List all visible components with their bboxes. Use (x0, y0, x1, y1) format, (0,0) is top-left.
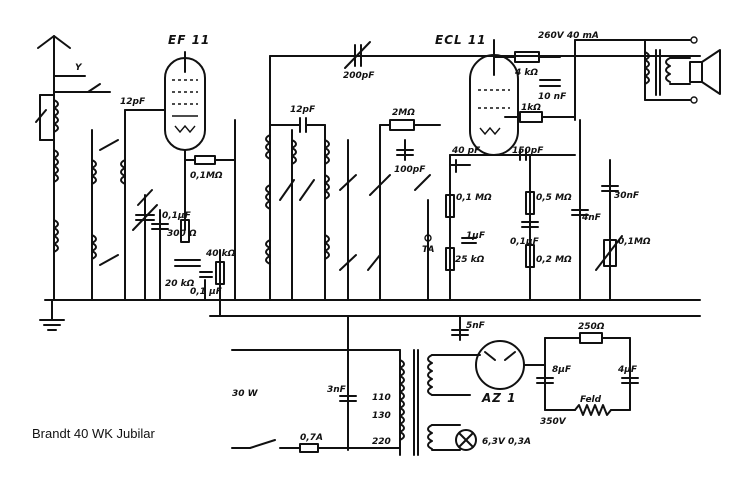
v350-label: 350V (540, 417, 567, 427)
antenna-symbol: Y (37, 35, 86, 91)
resistor-1k (504, 111, 576, 123)
capacitor-3n (339, 315, 357, 451)
r02m-label: 0,2 MΩ (536, 255, 572, 265)
c12p-a-label: 12pF (120, 97, 146, 107)
tap-110-label: 110 (372, 393, 391, 403)
c8u-a-label: 8µF (552, 365, 572, 375)
capacitor-12pf-b (269, 117, 326, 133)
tube-ef11 (164, 51, 206, 231)
tube-ef11-label: EF 11 (168, 33, 210, 47)
variable-capacitor-1 (132, 204, 158, 231)
c30n-label: 30nF (614, 191, 640, 201)
tap-220-label: 220 (372, 437, 391, 447)
c150p-label: 150pF (512, 146, 544, 156)
r300-label: 300 Ω (167, 229, 197, 239)
hv-label: 260V 40 mA (538, 31, 599, 41)
c4n-label: 4nF (581, 213, 602, 223)
r1k-label: 1kΩ (521, 103, 541, 113)
pilot-lamp (455, 429, 477, 451)
feld-label: Feld (580, 395, 602, 405)
tube-ecl11-label: ECL 11 (435, 33, 487, 47)
c1u-label: 1µF (466, 231, 486, 241)
c01u-c-label: 0,1µF (510, 237, 540, 247)
tap-130-label: 130 (372, 411, 391, 421)
c200p-label: 200pF (343, 71, 375, 81)
rectifier-az1 (469, 340, 546, 390)
if-transformer-1 (234, 119, 315, 301)
tone-control-network (571, 119, 623, 301)
input-coil-stack (35, 83, 111, 301)
r4k-label: 4 kΩ (514, 68, 538, 78)
resistor-4k (493, 51, 561, 87)
r40k-label: 40 kΩ (205, 249, 236, 259)
r20k-label: 20 kΩ (165, 279, 195, 289)
ef11-cathode-parts (151, 155, 236, 317)
c10n-label: 10 nF (538, 92, 567, 102)
c01u-b-label: 0,1 µF (190, 287, 223, 297)
power-transformer (399, 349, 471, 456)
r05m-label: 0,5 MΩ (536, 193, 572, 203)
model-caption: Brandt 40 WK Jubilar (32, 426, 155, 441)
lamp-label: 6,3V 0,3A (482, 437, 531, 447)
capacitor-5n (451, 315, 469, 341)
c100p-label: 100pF (394, 165, 426, 175)
ecl11-grid-network (445, 149, 539, 301)
ground-bus (44, 299, 701, 321)
r25k-label: 25 kΩ (455, 255, 485, 265)
tube-az1-label: AZ 1 (481, 391, 517, 405)
r250-label: 250Ω (578, 322, 605, 332)
r01m-c-label: 0,1MΩ (618, 237, 651, 247)
c01u-a-label: 0,1µF (162, 211, 192, 221)
c12p-b-label: 12pF (290, 105, 316, 115)
pickup-socket-ta (424, 199, 432, 301)
filter-network (536, 332, 639, 416)
r01m-a-label: 0,1MΩ (190, 171, 223, 181)
resistor-2m (369, 119, 441, 301)
loudspeaker (689, 49, 721, 95)
r2m-label: 2MΩ (392, 108, 415, 118)
c40p-label: 40 pF (451, 146, 481, 156)
capacitor-200pf (344, 41, 371, 69)
rf-tuning-section (91, 109, 166, 301)
if-transformer-2 (324, 124, 381, 301)
fuse-label: 0,7A (300, 433, 323, 443)
ta-label: TA (422, 245, 434, 255)
c4u-label: 4µF (617, 365, 638, 375)
c5n-label: 5nF (466, 321, 486, 331)
r01m-b-label: 0,1 MΩ (456, 193, 492, 203)
c3n-label: 3nF (327, 385, 347, 395)
svg-text:Y: Y (75, 63, 83, 73)
output-transformer (644, 36, 698, 104)
ground-symbol (39, 319, 65, 331)
power-30w-label: 30 W (232, 389, 259, 399)
mains-input (231, 349, 401, 453)
